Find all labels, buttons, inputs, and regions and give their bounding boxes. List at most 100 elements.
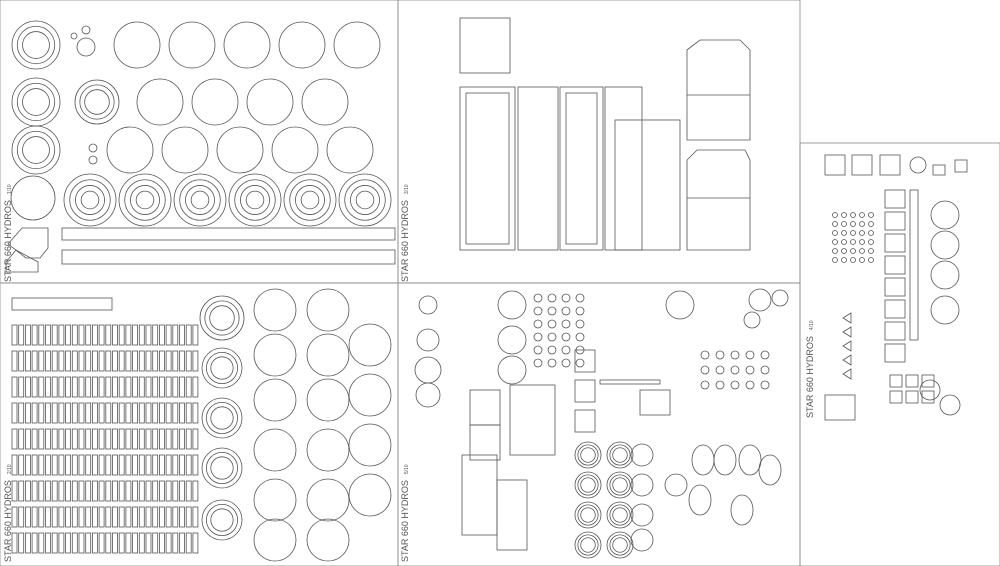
tooth-part (165, 350, 172, 372)
tooth-part (18, 480, 25, 502)
small-disc (547, 319, 557, 329)
ring-part (300, 190, 320, 210)
tooth-part (38, 454, 45, 476)
small-disc (547, 293, 557, 303)
washer-part (730, 350, 740, 360)
tooth-part (11, 506, 18, 528)
mesh-part (921, 374, 935, 388)
tooth-part (105, 376, 112, 398)
tooth-part (158, 506, 165, 528)
tooth-part (58, 402, 65, 424)
tooth-part (31, 350, 38, 372)
tooth-part (179, 402, 185, 424)
disc-part (665, 290, 695, 320)
tooth-part (98, 480, 105, 502)
tooth-part (152, 402, 159, 424)
ring-part (16, 25, 56, 65)
disc-part (416, 328, 440, 352)
panel-part (574, 379, 596, 403)
tooth-part (71, 532, 78, 554)
disc-part (939, 394, 961, 416)
sheet-title: STAR 660 HYDROS (400, 480, 410, 562)
tooth-part (98, 506, 105, 528)
tooth-part (18, 428, 25, 450)
tooth-part (58, 480, 65, 502)
small-disc (547, 345, 557, 355)
tooth-part (92, 506, 98, 528)
tooth-part (132, 428, 139, 450)
tooth-part (185, 376, 192, 398)
tooth-part (45, 480, 51, 502)
wheel-disc (333, 21, 381, 69)
ring-part (209, 305, 235, 331)
tooth-part (152, 506, 159, 528)
tooth-part (38, 376, 45, 398)
ring-part (210, 456, 234, 480)
tooth-part (112, 428, 118, 450)
tooth-part (98, 376, 105, 398)
ring-part (609, 474, 631, 496)
ring-part (16, 82, 56, 122)
ring-part (205, 351, 238, 384)
small-disc (533, 319, 543, 329)
tooth-part (11, 532, 18, 554)
tooth-part (65, 454, 71, 476)
small-disc (841, 248, 847, 254)
mesh-part (889, 390, 903, 404)
tooth-part (11, 402, 18, 424)
tooth-part (11, 350, 18, 372)
panel-part (604, 86, 643, 251)
tooth-part (132, 506, 139, 528)
tooth-part (152, 350, 159, 372)
wheel-disc (253, 378, 297, 422)
tooth-part (152, 428, 159, 450)
tooth-part (78, 506, 85, 528)
tooth-part (172, 454, 179, 476)
mesh-part (889, 374, 903, 388)
ring-part (295, 185, 325, 215)
tooth-part (98, 324, 105, 346)
tooth-part (105, 324, 112, 346)
tooth-part (179, 376, 185, 398)
panel-part (574, 409, 596, 433)
wheel-disc (326, 126, 374, 174)
tooth-part (98, 428, 105, 450)
strip-part (61, 249, 396, 265)
washer-part (730, 365, 740, 375)
ring-part (22, 31, 50, 59)
tooth-part (179, 428, 185, 450)
tooth-part (45, 376, 51, 398)
ring-part (606, 531, 634, 559)
tooth-part (172, 350, 179, 372)
tooth-part (185, 532, 192, 554)
disc-part (70, 32, 78, 40)
tooth-part (165, 454, 172, 476)
tooth-part (31, 480, 38, 502)
wheel-disc (348, 323, 392, 367)
tooth-part (85, 350, 92, 372)
washer-part (730, 380, 740, 390)
small-disc (533, 306, 543, 316)
frame-part (884, 343, 906, 363)
tooth-part (71, 480, 78, 502)
small-disc (850, 230, 856, 236)
tooth-part (24, 480, 31, 502)
tooth-part (24, 402, 31, 424)
axle-part (730, 494, 754, 526)
mesh-part (905, 390, 919, 404)
disc-part (418, 295, 438, 315)
ring-part (11, 125, 61, 175)
tooth-part (105, 454, 112, 476)
tooth-part (118, 428, 125, 450)
tooth-part (65, 350, 71, 372)
tooth-part (31, 506, 38, 528)
small-disc (859, 212, 865, 218)
panel-part (954, 159, 968, 173)
tooth-part (125, 350, 132, 372)
tooth-part (192, 376, 199, 398)
tooth-part (118, 350, 125, 372)
ring-part (210, 508, 234, 532)
small-disc (850, 248, 856, 254)
sheet-number: 2/10 (7, 464, 13, 475)
small-disc (533, 332, 543, 342)
